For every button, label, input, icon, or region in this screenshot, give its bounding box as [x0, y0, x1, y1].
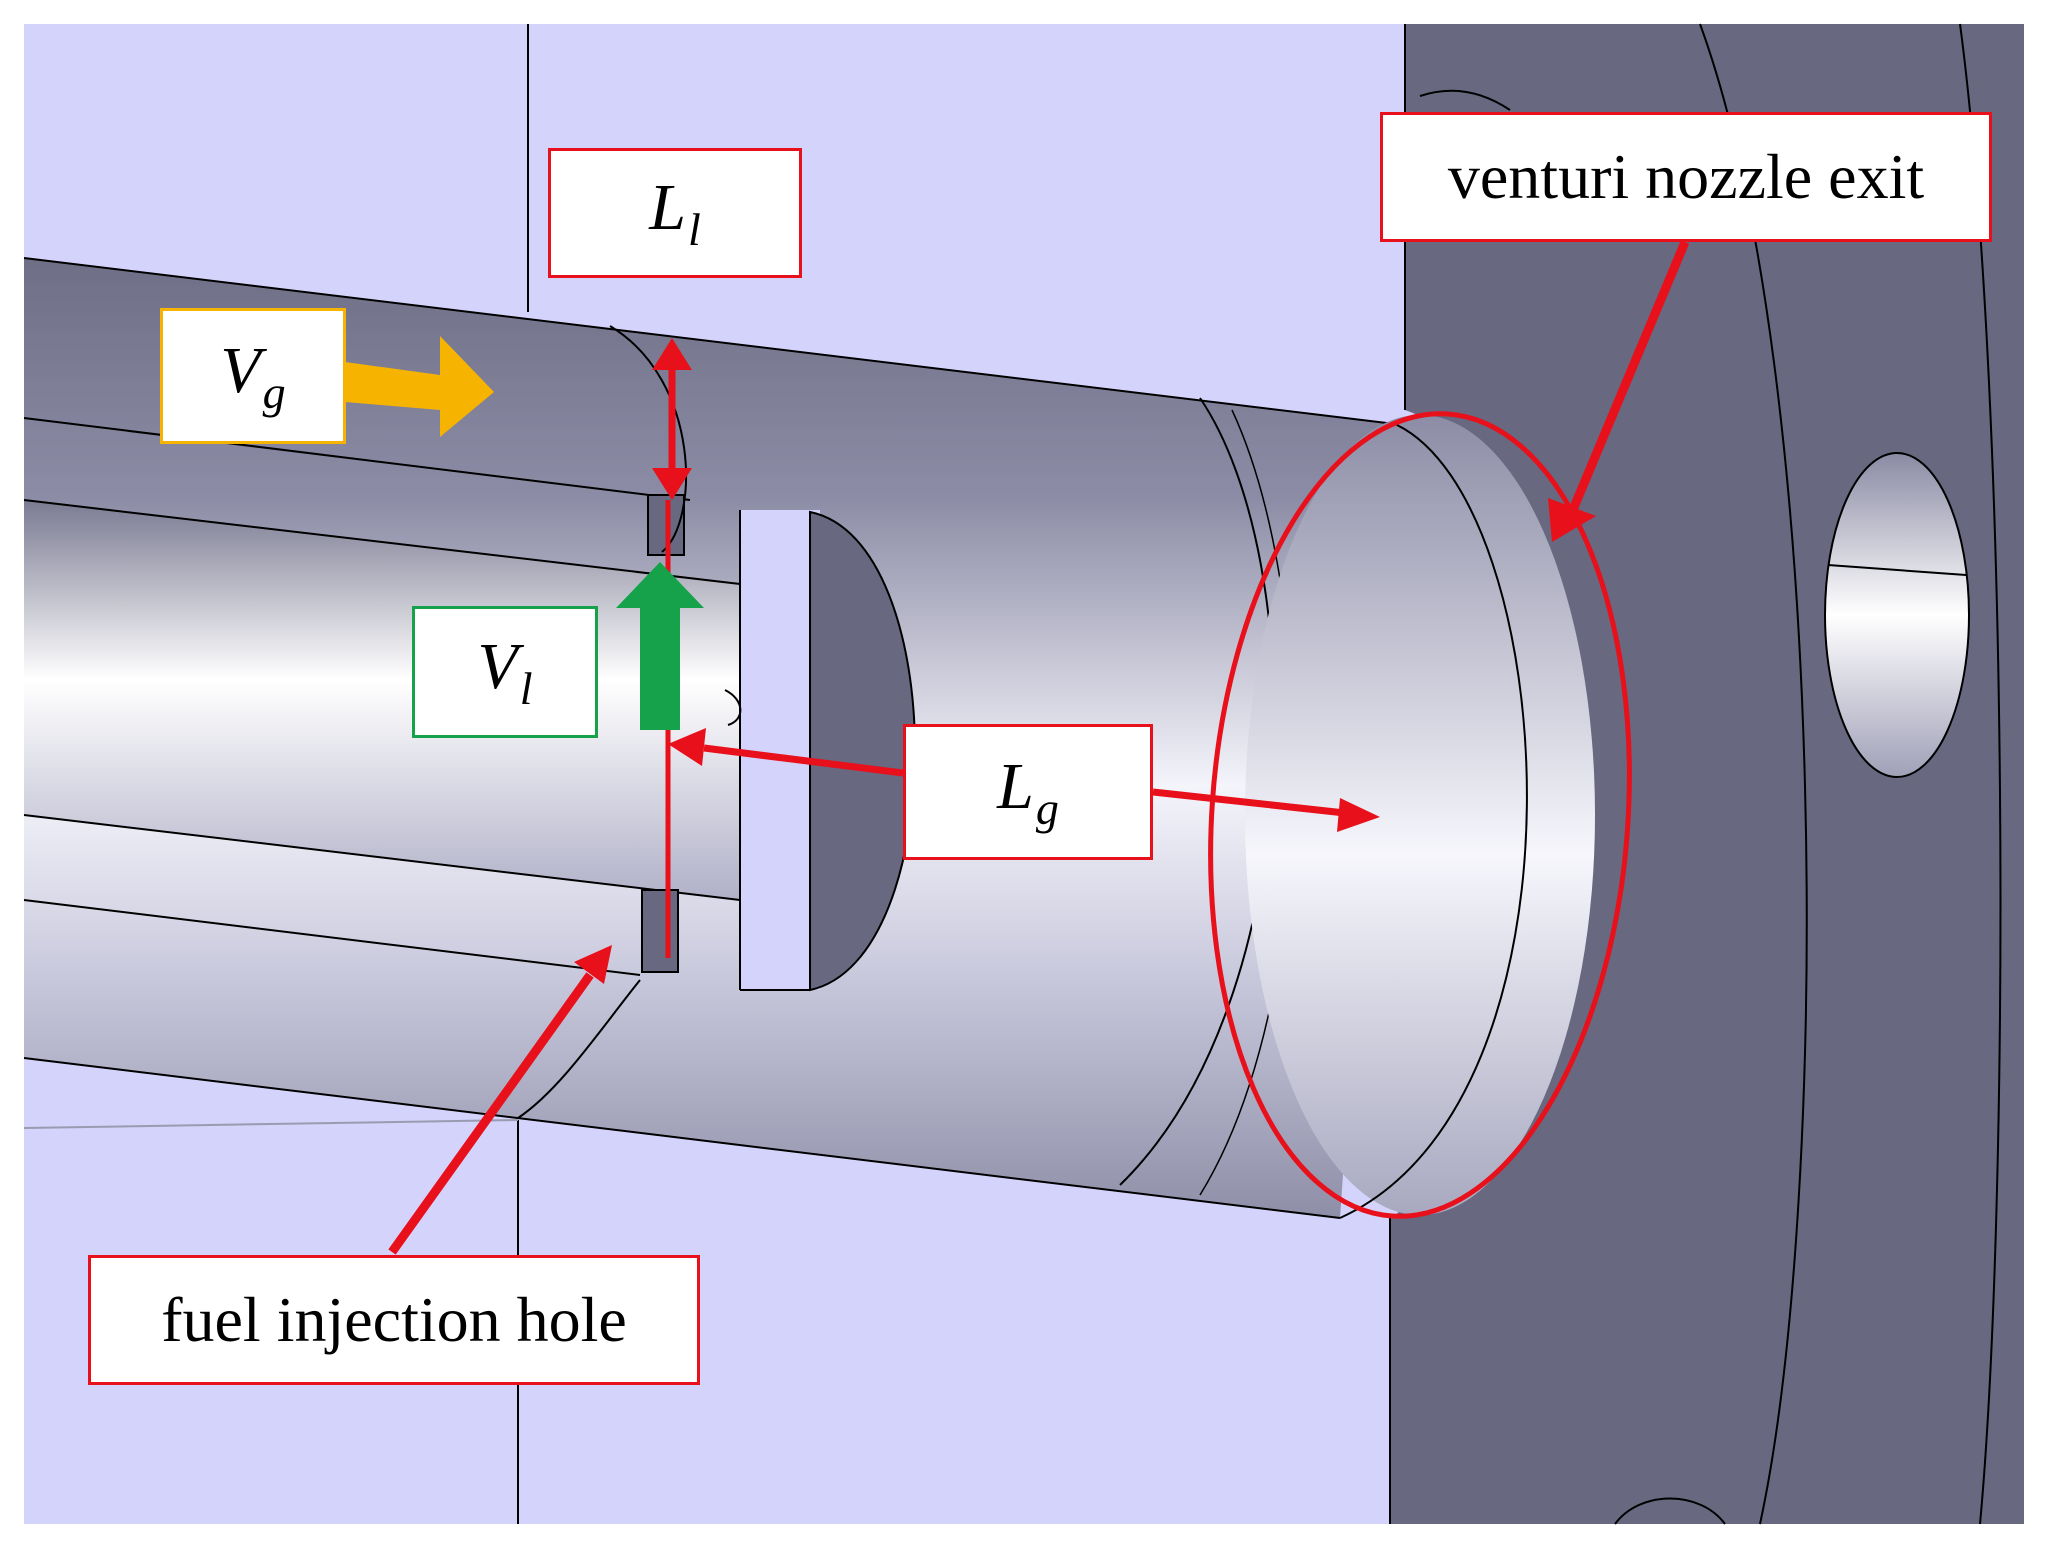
fuel-hole-label-box: fuel injection hole [88, 1255, 700, 1385]
liquid-velocity-arrow [616, 562, 704, 730]
Vl-symbol: Vl [477, 629, 533, 715]
Lg-symbol: Lg [997, 749, 1059, 835]
fuel-hole-label: fuel injection hole [161, 1284, 627, 1355]
fuel-hole-arrow-shaft [388, 972, 594, 1255]
bolt-hole [1824, 452, 1970, 778]
fuel-hole-arrow-head [574, 945, 612, 984]
Lg-arrow-left [668, 728, 706, 766]
gas-velocity-arrow [345, 336, 494, 437]
venturi-exit-arrow-shaft [1567, 240, 1690, 514]
venturi-exit-bore [1245, 415, 1595, 1215]
inner-pipe [24, 500, 740, 900]
Ll-label-box: Ll [548, 148, 802, 278]
Vl-label-box: Vl [412, 606, 598, 738]
venturi-exit-label-box: venturi nozzle exit [1380, 112, 1992, 242]
cut-face [740, 510, 820, 990]
Vg-label-box: Vg [160, 308, 346, 444]
venturi-exit-label: venturi nozzle exit [1447, 141, 1925, 212]
flange [1390, 24, 2024, 1524]
Ll-arrow-up [652, 338, 692, 370]
Lg-dimension-line-right [1152, 788, 1346, 817]
injection-hole-bottom [641, 889, 679, 973]
Lg-label-box: Lg [903, 724, 1153, 860]
venturi-exit-arrow-head [1548, 498, 1596, 542]
Lg-dimension-line-left [703, 744, 904, 777]
Lg-arrow-right [1337, 798, 1380, 832]
Ll-arrow-down [652, 468, 692, 500]
Ll-symbol: Ll [649, 170, 701, 256]
Vg-symbol: Vg [220, 333, 286, 419]
